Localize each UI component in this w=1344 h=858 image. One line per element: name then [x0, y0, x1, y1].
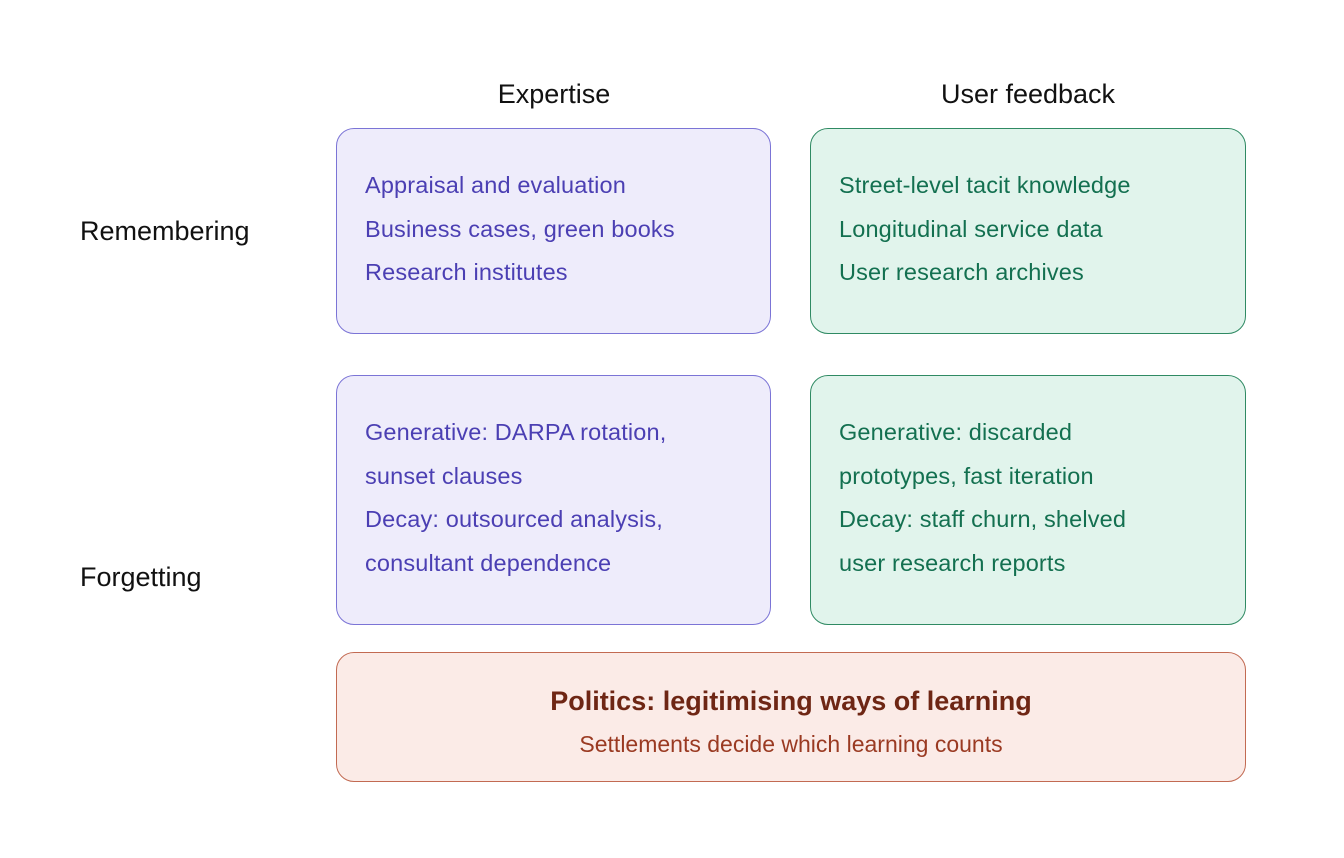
row-header-forgetting: Forgetting: [80, 562, 202, 592]
cell-forgetting-user-feedback: Generative: discarded prototypes, fast i…: [810, 375, 1246, 625]
list-item: user research reports: [839, 549, 1066, 576]
list-item: User research archives: [839, 259, 1084, 285]
cell-forgetting-expertise: Generative: DARPA rotation, sunset claus…: [336, 375, 771, 625]
list-item: sunset clauses: [365, 462, 523, 489]
list-item: prototypes, fast iteration: [839, 462, 1094, 489]
cell-remembering-user-feedback: Street-level tacit knowledge Longitudina…: [810, 128, 1246, 334]
list-item: Generative: DARPA rotation,: [365, 419, 667, 445]
list-item: Decay: staff churn, shelved: [839, 506, 1127, 532]
politics-banner: Politics: legitimising ways of learning …: [336, 652, 1246, 782]
list-item: Longitudinal service data: [839, 215, 1103, 242]
list-item: Generative: discarded: [839, 419, 1073, 445]
cell-remembering-expertise: Appraisal and evaluation Business cases,…: [336, 128, 771, 334]
politics-title: Politics: legitimising ways of learning: [550, 686, 1032, 716]
politics-subtitle: Settlements decide which learning counts: [579, 731, 1003, 757]
list-item: Street-level tacit knowledge: [839, 172, 1131, 198]
list-item: Research institutes: [365, 259, 568, 285]
row-header-remembering: Remembering: [80, 216, 250, 246]
column-header-expertise: Expertise: [497, 79, 611, 109]
list-item: Appraisal and evaluation: [365, 172, 626, 198]
list-item: consultant dependence: [365, 549, 612, 576]
column-header-user-feedback: User feedback: [940, 79, 1116, 109]
list-item: Business cases, green books: [365, 215, 675, 242]
list-item: Decay: outsourced analysis,: [365, 506, 663, 532]
